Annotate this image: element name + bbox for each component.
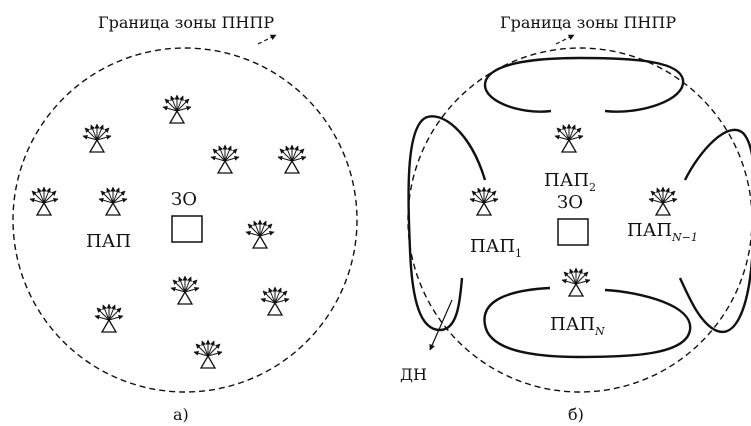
boundary-label-b: Граница зоны ПНПР (500, 13, 676, 32)
station-label-a: ПАП (86, 231, 131, 252)
station-antenna-icon (163, 95, 191, 123)
caption-a: а) (173, 405, 189, 424)
station-antenna-icon (555, 124, 583, 152)
station-label-n: ПАПN (550, 314, 605, 338)
protected-object-a (171, 215, 203, 243)
station-label-n-minus-1: ПАПN−1 (627, 220, 698, 244)
boundary-label-a: Граница зоны ПНПР (98, 13, 274, 32)
station-antenna-icon (83, 124, 111, 152)
pattern-label: ДН (400, 365, 427, 384)
radiation-pattern-right (678, 128, 751, 333)
pattern-pointer (429, 299, 453, 351)
center-label-a: ЗО (171, 189, 197, 210)
center-label-b: ЗО (557, 192, 583, 213)
station-antenna-icon (99, 187, 127, 215)
boundary-pointer-a (257, 34, 277, 45)
station-antenna-icon (261, 287, 289, 315)
boundary-pointer-b (555, 34, 575, 45)
station-antenna-icon (246, 220, 274, 248)
station-antenna-icon (649, 187, 677, 215)
zone-boundary-a (12, 47, 358, 393)
radiation-pattern-top (483, 56, 685, 113)
station-antenna-icon (30, 187, 58, 215)
caption-b: б) (568, 405, 584, 424)
panel-a: Граница зоны ПНПР ЗО ПАП а) (12, 13, 358, 424)
radiation-pattern-left (407, 115, 487, 332)
station-label-1: ПАП1 (470, 236, 522, 260)
station-antenna-icon (171, 276, 199, 304)
protected-object-b (557, 218, 589, 246)
station-antenna-icon (95, 304, 123, 332)
radiation-pattern-bottom (483, 286, 692, 359)
station-antenna-icon (278, 145, 306, 173)
station-label-2: ПАП2 (544, 170, 596, 194)
station-antenna-icon (194, 340, 222, 368)
station-antenna-icon (562, 268, 590, 296)
station-antenna-icon (470, 187, 498, 215)
station-antenna-icon (211, 145, 239, 173)
zone-boundary-b (407, 47, 751, 393)
panel-b: Граница зоны ПНПР ЗО ПАП2 ПАП1 ПАПN−1 ПА… (400, 13, 751, 424)
